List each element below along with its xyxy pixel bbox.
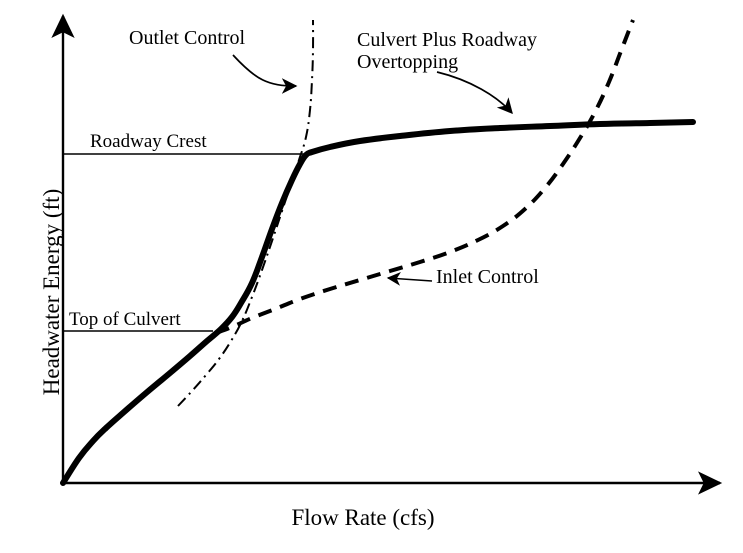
annotation-arrows-group	[232, 54, 513, 286]
outlet-control-leader-arrow	[232, 54, 298, 94]
inlet-control-leader-arrow	[386, 271, 433, 286]
culvert-overtopping-label-line2: Overtopping	[357, 50, 459, 73]
top-of-culvert-label: Top of Culvert	[69, 309, 181, 330]
inlet-control-label: Inlet Control	[436, 266, 539, 288]
y-axis-title: Headwater Energy (ft)	[39, 188, 64, 396]
outlet-control-label: Outlet Control	[129, 27, 246, 49]
inlet-control-curve	[215, 19, 635, 335]
reference-lines-group	[63, 153, 306, 332]
roadway-crest-label: Roadway Crest	[90, 131, 207, 152]
culvert-plus-roadway-overtopping-curve	[60, 119, 696, 486]
x-axis-title: Flow Rate (cfs)	[291, 505, 435, 530]
culvert-overtopping-label-line1: Culvert Plus Roadway	[357, 29, 537, 51]
outlet-control-curve	[177, 19, 315, 407]
culvert-overtopping-label: Culvert Plus Roadway Overtopping	[357, 29, 537, 73]
data-curves-group	[60, 19, 696, 486]
axes-group	[51, 13, 723, 495]
culvert-overtopping-leader-arrow	[436, 71, 513, 115]
